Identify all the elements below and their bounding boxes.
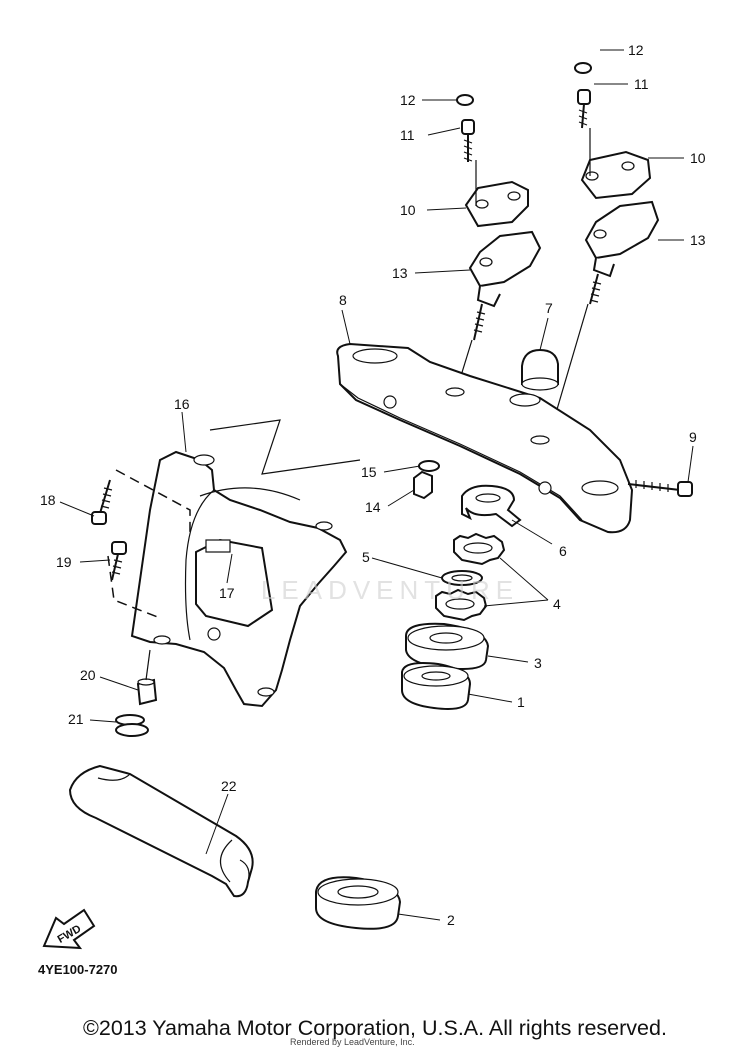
bearing-1[interactable]: [401, 662, 472, 710]
callout-15: 15: [361, 464, 377, 480]
nut-14[interactable]: [413, 470, 433, 500]
callout-1: 1: [517, 694, 525, 710]
washer-15[interactable]: [418, 460, 440, 472]
callout-10-right: 10: [690, 150, 706, 166]
holder-13-left[interactable]: [468, 230, 542, 341]
callout-3: 3: [534, 655, 542, 671]
callout-2: 2: [447, 912, 455, 928]
washer-5[interactable]: [441, 570, 483, 586]
bolt-11-right[interactable]: [577, 89, 591, 129]
callout-16: 16: [174, 396, 190, 412]
callout-12-left: 12: [400, 92, 416, 108]
callout-14: 14: [365, 499, 381, 515]
callout-4: 4: [553, 596, 561, 612]
callout-19: 19: [56, 554, 72, 570]
bolt-19[interactable]: [111, 541, 127, 581]
callout-11-right: 11: [634, 76, 649, 92]
bolt-18[interactable]: [91, 479, 113, 525]
rendered-by-note: Rendered by LeadVenture, Inc.: [290, 1037, 415, 1047]
reflector-panel-17[interactable]: [195, 538, 274, 628]
callout-22: 22: [221, 778, 237, 794]
copyright-notice: ©2013 Yamaha Motor Corporation, U.S.A. A…: [83, 1016, 667, 1040]
upper-bracket-8[interactable]: [336, 342, 634, 534]
collar-20[interactable]: [136, 678, 158, 706]
callout-7: 7: [545, 300, 553, 316]
callout-18: 18: [40, 492, 56, 508]
holder-13-right[interactable]: [584, 200, 660, 305]
callout-13-left: 13: [392, 265, 408, 281]
cap-12-left[interactable]: [456, 94, 474, 106]
fwd-arrow-icon: FWD: [42, 908, 96, 950]
holder-10-right[interactable]: [580, 150, 652, 200]
grommet-21[interactable]: [115, 714, 149, 737]
callout-6: 6: [559, 543, 567, 559]
cap-12-right[interactable]: [574, 62, 592, 74]
callout-11-left: 11: [400, 127, 415, 143]
cover-22[interactable]: [68, 764, 254, 898]
watermark: LEADVENTURE: [260, 575, 520, 605]
reference-code: 4YE100-7270: [38, 962, 118, 977]
bearing-2[interactable]: [315, 876, 402, 930]
callout-13-right: 13: [690, 232, 706, 248]
cap-nut-7[interactable]: [521, 348, 559, 391]
callout-21: 21: [68, 711, 84, 727]
callout-9: 9: [689, 429, 697, 445]
special-washer-6[interactable]: [461, 484, 522, 528]
callout-12-right: 12: [628, 42, 644, 58]
callout-10-left: 10: [400, 202, 416, 218]
holder-10-left[interactable]: [464, 180, 529, 228]
bolt-9[interactable]: [627, 480, 693, 497]
callout-20: 20: [80, 667, 96, 683]
callout-17: 17: [219, 585, 235, 601]
bolt-11-left[interactable]: [461, 119, 475, 162]
ball-race-3[interactable]: [405, 622, 490, 670]
ring-nut-4-upper[interactable]: [453, 532, 506, 566]
callout-8: 8: [339, 292, 347, 308]
callout-5: 5: [362, 549, 370, 565]
